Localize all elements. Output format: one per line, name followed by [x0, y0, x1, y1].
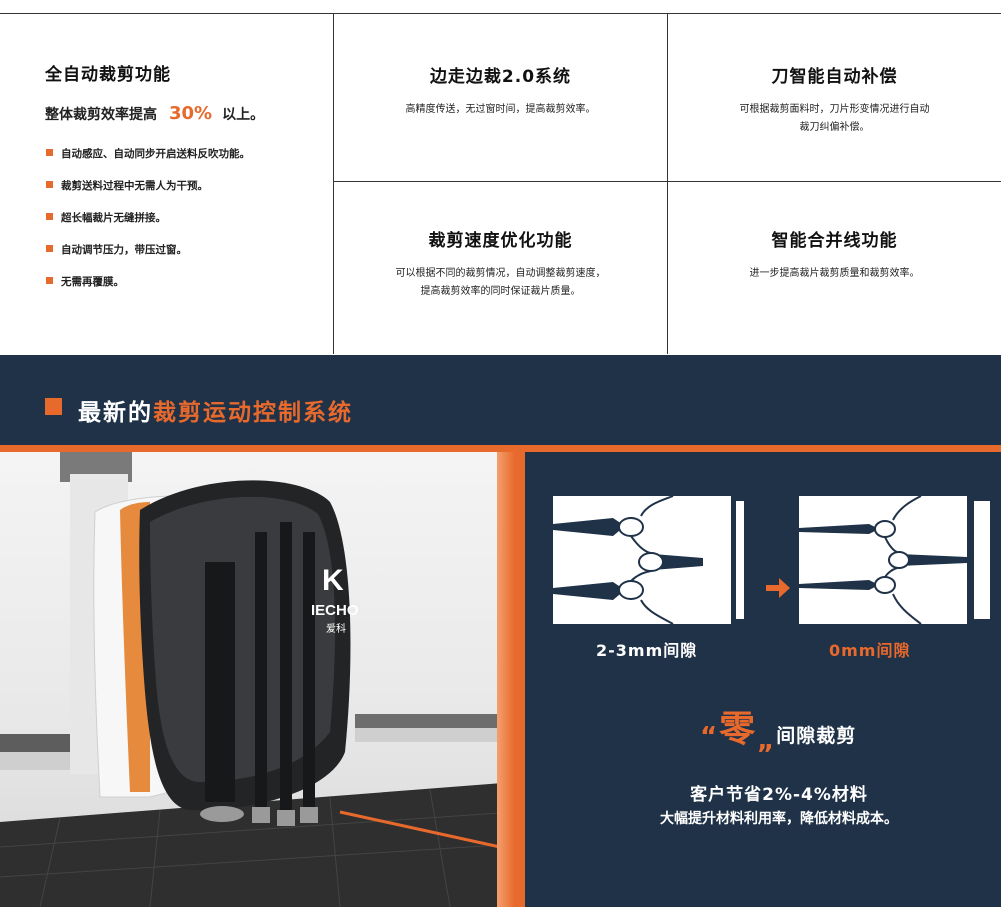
bullet-square-icon [46, 181, 53, 188]
gap-after-illustration [799, 495, 997, 625]
efficiency-suffix: 以上。 [222, 107, 265, 123]
feature-title: 裁剪速度优化功能 [428, 231, 573, 251]
top-divider [0, 13, 1001, 14]
feature-title: 智能合并线功能 [771, 231, 898, 251]
feature-cut-while-moving: 边走边裁2.0系统 高精度传送，无过窗时间，提高裁剪效率。 [334, 14, 668, 182]
banner-title: 最新的裁剪运动控制系统 [78, 400, 353, 426]
feature-description: 可以根据不同的裁剪情况，自动调整裁剪速度，提高裁剪效率的同时保证裁片质量。 [395, 268, 606, 297]
list-item: 无需再覆膜。 [45, 274, 333, 306]
feature-auto-cutting-title: 全自动裁剪功能 [45, 65, 171, 85]
zero-gap-headline: “ 零 „ 间隙裁剪 [700, 709, 857, 756]
feature-auto-cutting: 全自动裁剪功能 整体裁剪效率提高 30% 以上。 自动感应、自动同步开启送料反吹… [0, 14, 334, 354]
zero-char: 零 [719, 709, 756, 750]
cutting-machine-image: K IECHO 爱科 [0, 452, 515, 907]
bullet-square-icon [46, 277, 53, 284]
feature-title: 边走边裁2.0系统 [429, 67, 572, 87]
arrow-right-icon [766, 578, 790, 598]
feature-knife-compensation: 刀智能自动补偿 可根据裁剪面料时，刀片形变情况进行自动裁刀纠偏补偿。 [668, 14, 1001, 182]
quote-close: „ [757, 726, 775, 756]
saving-line: 客户节省2%-4%材料 [690, 785, 868, 805]
gap-after-label: 0mm间隙 [829, 641, 911, 660]
feature-title: 刀智能自动补偿 [771, 67, 898, 87]
bullet-square-icon [46, 245, 53, 252]
orange-strip [0, 445, 1001, 452]
gap-before-illustration [553, 495, 749, 625]
efficiency-prefix: 整体裁剪效率提高 [45, 107, 157, 123]
feature-description: 可根据裁剪面料时，刀片形变情况进行自动裁刀纠偏补偿。 [739, 104, 930, 133]
feature-line-merging: 智能合并线功能 进一步提高裁片裁剪质量和裁剪效率。 [668, 182, 1001, 354]
brand-logo-cn: 爱科 [326, 622, 346, 635]
benefit-line: 大幅提升材料利用率，降低材料成本。 [660, 811, 898, 827]
section-banner: 最新的裁剪运动控制系统 [0, 355, 1001, 445]
banner-square-icon [45, 398, 62, 415]
quote-open: “ [700, 722, 718, 752]
gap-before-diagram [553, 495, 749, 625]
machine-illustration: K IECHO 爱科 [0, 452, 515, 907]
bullet-square-icon [46, 149, 53, 156]
brand-logo-mark: K [322, 564, 344, 597]
zero-gap-text: 间隙裁剪 [776, 725, 857, 747]
feature-description: 进一步提高裁片裁剪质量和裁剪效率。 [749, 268, 920, 279]
orange-side-bar [497, 452, 515, 907]
list-item: 自动感应、自动同步开启送料反吹功能。 [45, 146, 333, 178]
list-item: 裁剪送料过程中无需人为干预。 [45, 178, 333, 210]
panel-accent-edge [515, 452, 525, 907]
gap-after-diagram [799, 495, 997, 625]
feature-speed-optimization: 裁剪速度优化功能 可以根据不同的裁剪情况，自动调整裁剪速度，提高裁剪效率的同时保… [334, 182, 668, 354]
brand-logo-text: IECHO [311, 602, 359, 619]
gap-before-label: 2-3mm间隙 [596, 641, 698, 660]
efficiency-line: 整体裁剪效率提高 30% 以上。 [45, 103, 333, 124]
efficiency-percent: 30% [169, 103, 213, 124]
bullet-square-icon [46, 213, 53, 220]
list-item: 自动调节压力，带压过窗。 [45, 242, 333, 274]
list-item: 超长幅裁片无缝拼接。 [45, 210, 333, 242]
feature-bullet-list: 自动感应、自动同步开启送料反吹功能。 裁剪送料过程中无需人为干预。 超长幅裁片无… [45, 146, 333, 306]
feature-description: 高精度传送，无过窗时间，提高裁剪效率。 [405, 104, 596, 115]
feature-grid: 全自动裁剪功能 整体裁剪效率提高 30% 以上。 自动感应、自动同步开启送料反吹… [0, 14, 1001, 354]
